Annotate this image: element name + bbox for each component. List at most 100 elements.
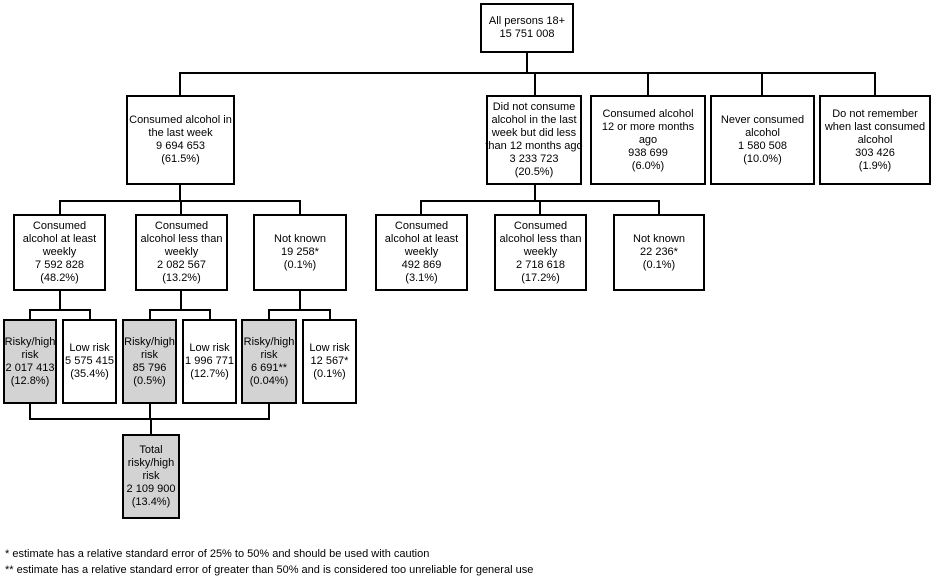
text-line: 2 017 413 [5, 361, 55, 374]
text-line: Risky/high [4, 335, 56, 348]
text-line: 15 751 008 [499, 28, 555, 40]
node-all-persons: All persons 18+15 751 008 [480, 3, 574, 53]
text-line: ago [638, 133, 658, 146]
text-line: Not known [633, 233, 685, 245]
text-line: 19 258* [281, 246, 319, 258]
text-line: (0.5%) [133, 374, 166, 387]
text-line: (20.5%) [514, 166, 554, 178]
text-line: Did not consume [492, 101, 576, 113]
text-line: risk [21, 348, 39, 361]
text-line: risk [260, 348, 278, 361]
text-line: 2 718 618 [516, 259, 565, 271]
text-line: (0.1%) [642, 259, 676, 271]
text-line: 5 575 415 [65, 355, 114, 367]
text-line: alcohol less than [140, 233, 223, 245]
text-line: 938 699 [628, 146, 668, 159]
text-line: alcohol at least [384, 233, 459, 245]
text-line: risk [140, 348, 159, 361]
text-line: weekly [164, 246, 199, 258]
text-line: Consumed [394, 220, 449, 232]
text-line: 303 426 [855, 146, 895, 159]
text-line: alcohol in the last [491, 114, 577, 126]
text-line: 6 691** [250, 361, 288, 374]
text-line: (0.04%) [249, 374, 289, 387]
text-line: (17.2%) [521, 272, 560, 284]
text-line: 7 592 828 [35, 259, 84, 271]
text-line: Total [139, 444, 163, 456]
text-line: 1 580 508 [738, 140, 787, 152]
text-line: Risky/high [124, 335, 175, 348]
text-line: when last consumed [824, 120, 926, 133]
text-line: 85 796 [132, 361, 167, 374]
connector-path [29, 52, 876, 435]
text-line: (6.0%) [631, 159, 665, 172]
text-line: (35.4%) [70, 368, 109, 380]
text-line: Never consumed [720, 114, 805, 126]
text-line: Low risk [309, 342, 350, 354]
footnotes: * estimate has a relative standard error… [5, 546, 533, 578]
text-line: Consumed [513, 220, 568, 232]
text-line: (0.1%) [313, 368, 346, 380]
text-line: 22 236* [640, 246, 678, 258]
text-line: Consumed [154, 220, 209, 232]
text-line: weekly [523, 246, 558, 258]
text-line: alcohol less than [499, 233, 582, 245]
text-line: (48.2%) [40, 272, 79, 284]
text-line: alcohol at least [22, 233, 97, 245]
text-line: weekly [42, 246, 77, 258]
text-line: (0.1%) [283, 259, 317, 271]
text-line: (1.9%) [858, 159, 892, 172]
text-line: (3.1%) [405, 272, 438, 284]
text-line: Low risk [69, 342, 110, 354]
text-line: Consumed alcohol in [129, 114, 232, 126]
text-line: week but did less [491, 127, 577, 139]
text-line: (61.5%) [161, 153, 200, 165]
text-line: All persons 18+ [488, 15, 566, 27]
text-line: weekly [404, 246, 439, 258]
text-line: alcohol [745, 127, 780, 139]
text-line: 492 869 [401, 259, 442, 271]
footnote-double-asterisk: ** estimate has a relative standard erro… [5, 564, 534, 576]
text-line: 2 082 567 [157, 259, 206, 271]
text-line: Do not remember [832, 107, 918, 120]
text-line: (10.0%) [743, 153, 782, 165]
footnote-single-asterisk: * estimate has a relative standard error… [5, 548, 430, 560]
text-line: than 12 months ago [485, 140, 583, 152]
text-line: alcohol [857, 133, 893, 146]
text-line: 12 or more months [601, 120, 695, 133]
text-line: 3 233 723 [509, 153, 559, 165]
text-line: 2 109 900 [126, 483, 176, 495]
text-line: (13.4%) [131, 496, 171, 508]
text-line: the last week [148, 127, 213, 139]
text-line: (13.2%) [162, 272, 201, 284]
text-line: 12 567* [310, 355, 349, 367]
text-line: 1 996 771 [185, 355, 234, 367]
text-line: risky/high [127, 457, 175, 469]
text-line: (12.7%) [190, 368, 229, 380]
text-line: Consumed alcohol [602, 107, 694, 120]
text-line: Risky/high [243, 335, 295, 348]
text-line: Consumed [32, 220, 87, 232]
text-line: Low risk [189, 342, 230, 354]
text-line: (12.8%) [10, 374, 50, 387]
text-line: 9 694 653 [156, 140, 205, 152]
